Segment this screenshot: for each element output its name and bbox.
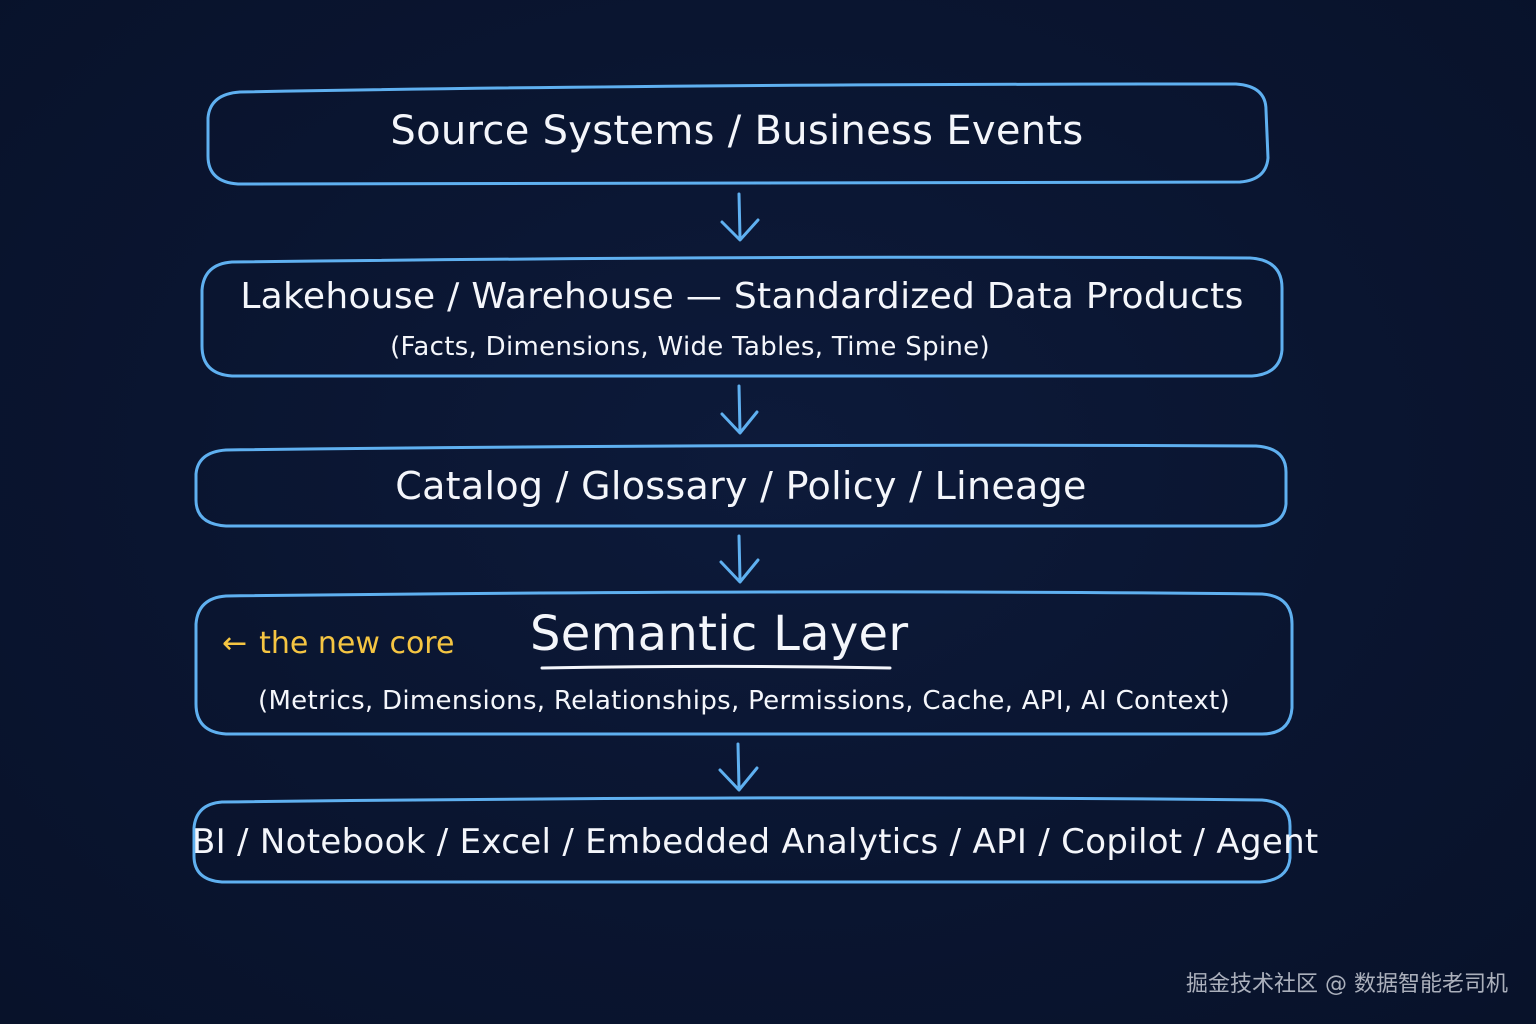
arrow-down-icon xyxy=(718,742,759,792)
layer-source-systems-label: Source Systems / Business Events xyxy=(390,108,1084,154)
box-semantic-layer xyxy=(194,590,1294,737)
title-underline xyxy=(540,665,892,670)
annotation-new-core: ← the new core xyxy=(222,626,454,661)
annotation-text: the new core xyxy=(259,626,455,661)
layer-semantic-label: Semantic Layer xyxy=(530,606,909,662)
box-lakehouse xyxy=(200,255,1284,379)
layer-lakehouse-label: Lakehouse / Warehouse — Standardized Dat… xyxy=(240,276,1244,317)
box-source-systems xyxy=(206,82,1270,186)
arrow-down-icon xyxy=(720,384,759,435)
arrow-left-icon: ← xyxy=(222,626,248,661)
watermark: 掘金技术社区 @ 数据智能老司机 xyxy=(1186,972,1508,997)
arrow-down-icon xyxy=(719,534,760,584)
layer-consumers-label: BI / Notebook / Excel / Embedded Analyti… xyxy=(192,822,1319,862)
arrow-down-icon xyxy=(720,192,760,242)
box-catalog xyxy=(194,443,1288,529)
layer-semantic-sublabel: (Metrics, Dimensions, Relationships, Per… xyxy=(258,686,1230,716)
layer-lakehouse-sublabel: (Facts, Dimensions, Wide Tables, Time Sp… xyxy=(390,332,990,362)
layer-catalog-label: Catalog / Glossary / Policy / Lineage xyxy=(395,464,1087,508)
box-consumers xyxy=(192,796,1292,885)
